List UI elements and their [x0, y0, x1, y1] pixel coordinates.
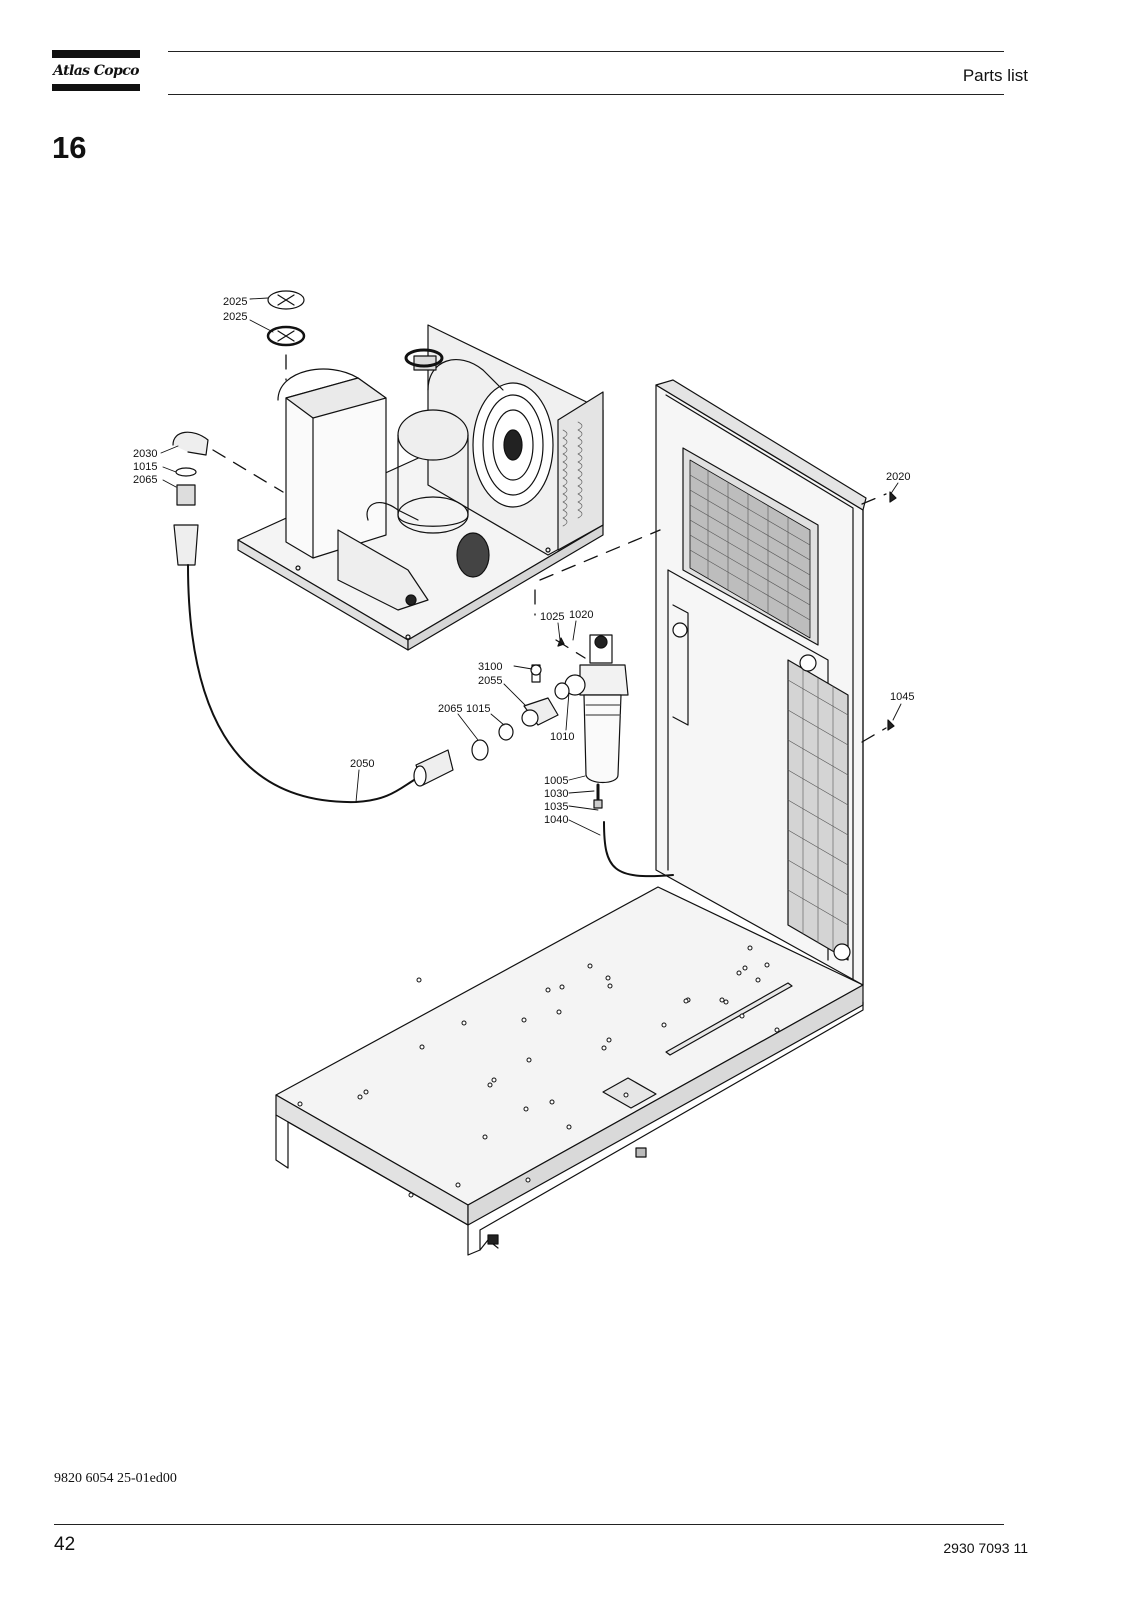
document-code: 2930 7093 11 [943, 1540, 1028, 1556]
lower-grille [787, 654, 851, 961]
document-reference: 9820 6054 25-01ed00 [54, 1471, 177, 1486]
parts-drawing-svg: 2025 2025 2030 1015 2065 2020 1025 1020 … [133, 290, 914, 1256]
header-rule-bottom [168, 94, 1004, 95]
page-number: 42 [54, 1534, 76, 1555]
callout-2050: 2050 [350, 758, 374, 770]
section-number: 16 [52, 130, 87, 165]
callout-2025-a: 2025 [223, 296, 247, 308]
hoses [187, 564, 674, 878]
exploded-parts-drawing: 2025 2025 2030 1015 2065 2020 1025 1020 … [128, 280, 924, 1265]
callout-2030: 2030 [133, 448, 157, 460]
callout-1020: 1020 [569, 609, 593, 621]
callout-1035: 1035 [544, 801, 568, 813]
callout-1015-a: 1015 [133, 461, 157, 473]
header-rule-top [168, 51, 1004, 52]
base-frame [275, 886, 864, 1256]
refrigeration-unit [237, 324, 604, 651]
callout-1015-b: 1015 [466, 703, 490, 715]
callout-1005: 1005 [544, 775, 568, 787]
atlas-copco-logo: Atlas Copco [52, 50, 140, 92]
filter-assembly [564, 634, 629, 809]
callout-2020: 2020 [886, 471, 910, 483]
callout-1045: 1045 [890, 691, 914, 703]
callout-1025: 1025 [540, 611, 564, 623]
callout-2065-a: 2065 [133, 474, 157, 486]
fittings [172, 290, 897, 787]
callout-1010: 1010 [550, 731, 574, 743]
callout-2055: 2055 [478, 675, 502, 687]
dashed-assembly-lines [212, 354, 887, 743]
callout-1040: 1040 [544, 814, 568, 826]
base-plate-holes [297, 945, 780, 1198]
upper-grille [682, 447, 819, 646]
callout-2025-b: 2025 [223, 311, 247, 323]
callout-labels: 2025 2025 2030 1015 2065 2020 1025 1020 … [133, 296, 914, 826]
callout-leaders [160, 297, 902, 836]
callout-1030: 1030 [544, 788, 568, 800]
header-title: Parts list [962, 66, 1028, 85]
footer-rule [54, 1524, 1004, 1525]
logo-wordmark: Atlas Copco [53, 63, 139, 79]
logo-top-bar [52, 50, 140, 58]
callout-2065-b: 2065 [438, 703, 462, 715]
logo-bottom-bar [52, 84, 140, 91]
callout-3100: 3100 [478, 661, 502, 673]
